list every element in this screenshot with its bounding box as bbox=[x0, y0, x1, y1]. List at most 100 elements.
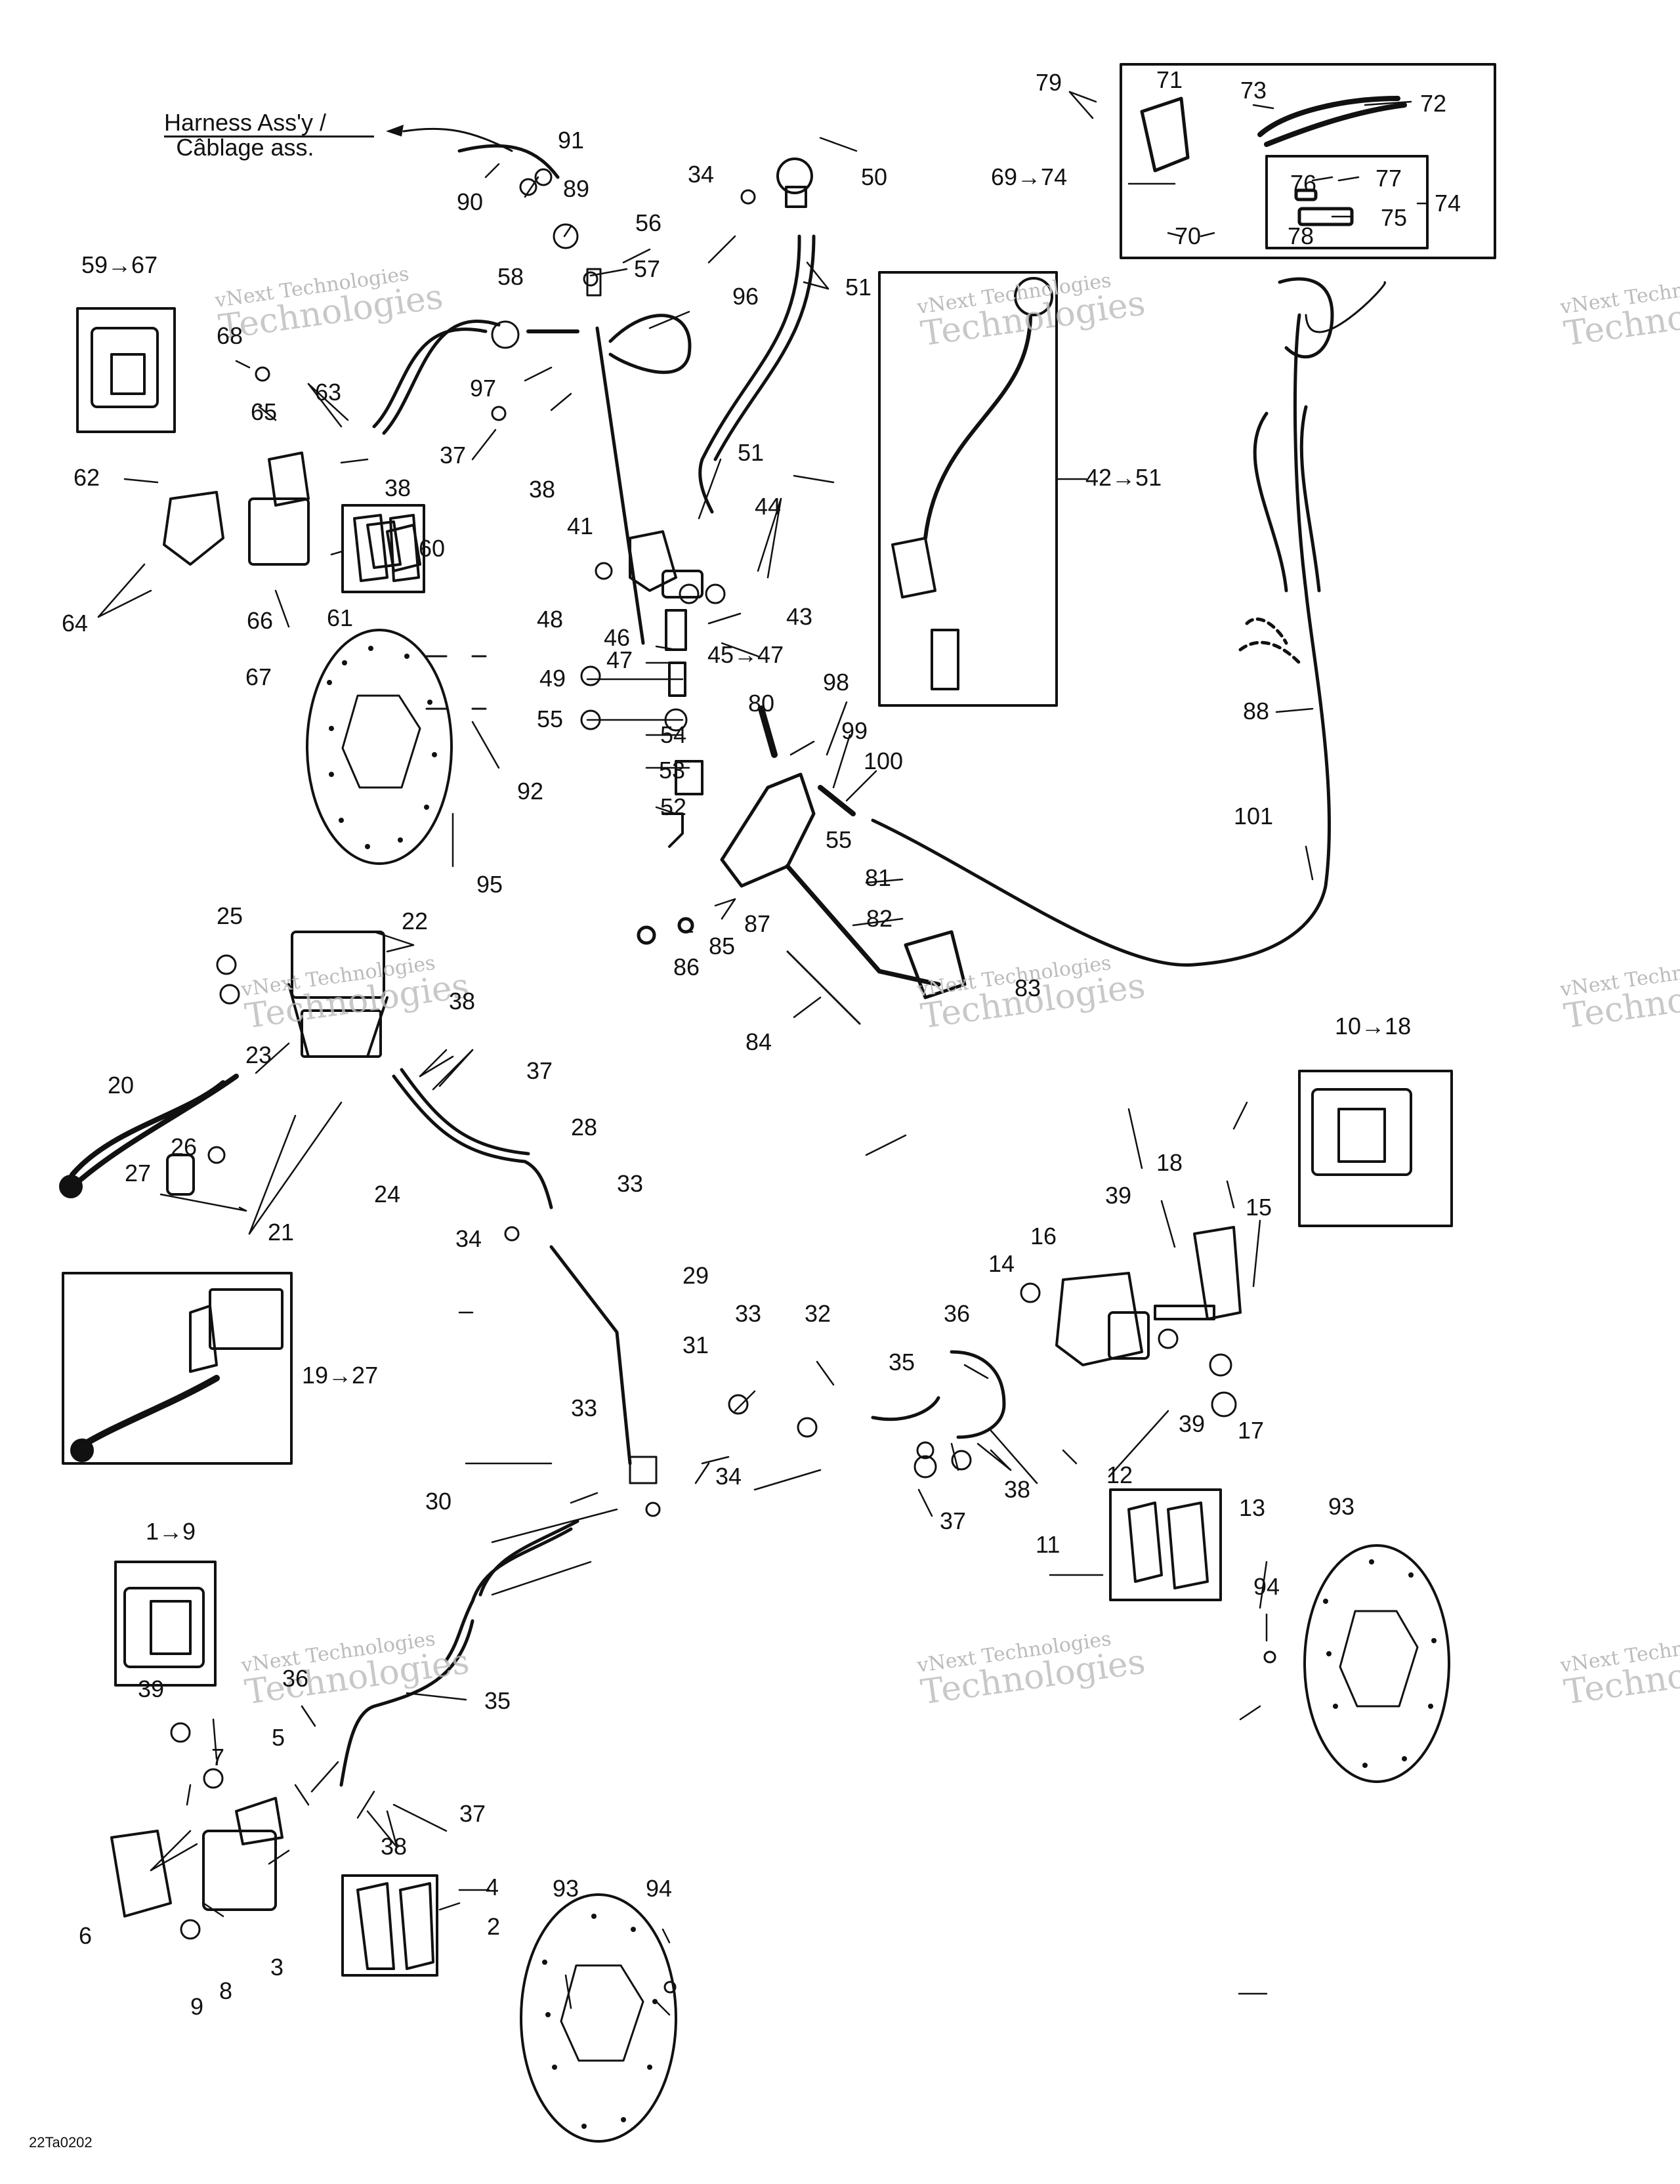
part-callout: 6 bbox=[79, 1922, 93, 1949]
part-callout: 37 bbox=[440, 442, 467, 469]
part-callout: 88 bbox=[1243, 698, 1270, 724]
fasteners bbox=[170, 168, 1276, 1994]
brake-rod-40 bbox=[595, 326, 645, 645]
brake-disc-95 bbox=[306, 629, 453, 865]
part-callout: 82 bbox=[866, 905, 893, 932]
harness-note-line1: Harness Ass'y / bbox=[164, 109, 326, 136]
caliper-front-left bbox=[163, 452, 421, 572]
part-callout: 22 bbox=[402, 908, 429, 934]
part-callout: 25 bbox=[217, 902, 243, 929]
part-callout: 11 bbox=[1036, 1531, 1060, 1558]
part-callout: 5 bbox=[272, 1724, 285, 1751]
caliper-inset-1-9 bbox=[123, 1587, 205, 1668]
part-callout: 56 bbox=[635, 209, 662, 236]
caliper-rear-right bbox=[1055, 1226, 1242, 1366]
line-35-left bbox=[339, 1619, 474, 1787]
part-callout: 61 bbox=[327, 604, 354, 631]
part-callout: 78 bbox=[1288, 222, 1314, 249]
part-callout: 68 bbox=[217, 322, 243, 349]
inset-boxes bbox=[62, 63, 1496, 1977]
part-callout: 89 bbox=[563, 175, 590, 202]
part-callout: 87 bbox=[744, 910, 771, 937]
hose-96-loop bbox=[608, 314, 692, 374]
part-callout: 77 bbox=[1376, 165, 1402, 192]
hose-96 bbox=[372, 327, 488, 429]
caliper-pads-11 bbox=[1127, 1502, 1209, 1589]
caliper-pads-2 bbox=[356, 1882, 434, 1970]
hose-51 bbox=[698, 234, 801, 514]
part-callout: 7 bbox=[211, 1744, 225, 1771]
part-callout: 39 bbox=[138, 1675, 165, 1702]
part-callout: 38 bbox=[381, 1833, 408, 1860]
master-inset-42-51 bbox=[891, 277, 1053, 690]
part-callout: 47 bbox=[606, 646, 633, 673]
part-callout: 46 bbox=[604, 624, 631, 651]
part-callout: 92 bbox=[517, 778, 544, 805]
part-callout: 8 bbox=[219, 1977, 233, 2004]
part-callout: 13 bbox=[1239, 1494, 1266, 1521]
part-callout: 57 bbox=[634, 255, 661, 282]
part-callout: 42→51 bbox=[1085, 464, 1162, 491]
part-callout: 1→9 bbox=[146, 1518, 196, 1545]
part-callout: 27 bbox=[125, 1160, 152, 1186]
inset-box-74-sub bbox=[1265, 155, 1429, 249]
part-callout: 81 bbox=[865, 864, 892, 891]
part-callout: 36 bbox=[944, 1300, 971, 1327]
part-callout: 49 bbox=[539, 665, 566, 692]
part-callout: 24 bbox=[374, 1181, 401, 1208]
part-callout: 99 bbox=[841, 717, 868, 744]
part-callout: 3 bbox=[270, 1954, 284, 1981]
part-callout: 55 bbox=[537, 705, 564, 732]
part-callout: 101 bbox=[1234, 803, 1274, 830]
part-callout: 62 bbox=[74, 464, 100, 491]
part-callout: 41 bbox=[567, 513, 594, 539]
part-callout: 38 bbox=[449, 988, 476, 1015]
part-callout: 93 bbox=[1328, 1493, 1355, 1520]
part-callout: 51 bbox=[845, 274, 872, 301]
part-callout: 86 bbox=[673, 954, 700, 980]
part-callout: 95 bbox=[476, 871, 503, 898]
part-callout: 97 bbox=[470, 375, 497, 402]
part-callout: 2 bbox=[487, 1913, 501, 1940]
part-callout: 35 bbox=[484, 1687, 511, 1714]
part-callout: 50 bbox=[861, 163, 888, 190]
caliper-rear-left bbox=[110, 1797, 284, 1918]
part-callout: 26 bbox=[171, 1133, 198, 1160]
line-36-right bbox=[950, 1350, 1006, 1439]
part-callout: 71 bbox=[1156, 66, 1183, 93]
rear-master-cylinder bbox=[629, 158, 813, 848]
part-callout: 70 bbox=[1175, 222, 1202, 249]
part-callout: 100 bbox=[864, 747, 904, 774]
part-callout: 66 bbox=[247, 607, 274, 634]
part-callout: 37 bbox=[526, 1057, 553, 1084]
part-callout: 45→47 bbox=[707, 641, 784, 668]
part-callout: 33 bbox=[571, 1395, 598, 1421]
part-callout: 65 bbox=[251, 398, 278, 425]
handlebar bbox=[1253, 411, 1288, 593]
leader-lines bbox=[97, 91, 1429, 2016]
part-callout: 51 bbox=[738, 439, 765, 466]
inset-box-69-74 bbox=[1120, 63, 1496, 259]
part-callout: 21 bbox=[268, 1219, 295, 1246]
part-callout: 52 bbox=[660, 793, 687, 820]
line-28 bbox=[392, 1074, 553, 1209]
part-callout: 35 bbox=[889, 1349, 915, 1376]
part-callout: 63 bbox=[315, 379, 342, 406]
part-callout: 83 bbox=[1015, 975, 1041, 1001]
part-callout: 79 bbox=[1036, 69, 1062, 96]
part-callout: 96 bbox=[732, 283, 759, 310]
part-callout: 48 bbox=[537, 606, 564, 633]
part-callout: 17 bbox=[1238, 1417, 1265, 1444]
part-callout: 58 bbox=[497, 263, 524, 290]
drawing-code: 22Ta0202 bbox=[29, 2134, 93, 2151]
inset-box-59-67 bbox=[76, 307, 176, 433]
inset-box-2-pads bbox=[341, 1874, 438, 1977]
part-callout: 75 bbox=[1381, 204, 1408, 231]
inset-box-60-pads bbox=[341, 504, 425, 593]
part-callout: 37 bbox=[459, 1800, 486, 1827]
hose-lines bbox=[339, 144, 1386, 1787]
part-callout: 33 bbox=[617, 1170, 644, 1197]
part-callout: 55 bbox=[826, 826, 852, 853]
part-callout: 34 bbox=[455, 1225, 482, 1252]
part-callout: 19→27 bbox=[302, 1362, 379, 1389]
